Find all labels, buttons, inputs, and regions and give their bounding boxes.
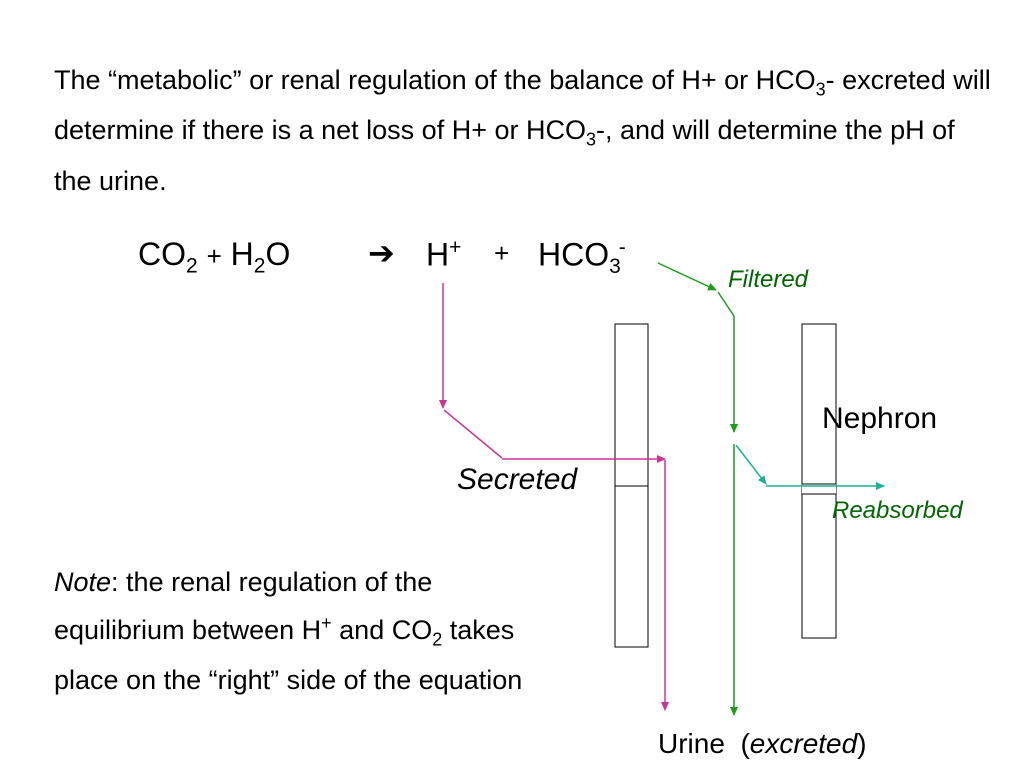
filtered-arrow-1 — [657, 262, 717, 291]
reabsorbed-arrow-1 — [735, 444, 767, 485]
eq-plus-2: + — [494, 238, 510, 268]
filtered-arrow-2 — [717, 291, 735, 317]
note-word: Note — [54, 567, 112, 597]
secreted-label: Secreted — [457, 463, 578, 496]
eq-co: CO — [138, 236, 186, 272]
intro-text-3: -, and will determine the pH of the urin… — [54, 115, 955, 196]
urine-text: Urine ( — [658, 728, 750, 759]
eq-o: O — [265, 236, 291, 272]
intro-sub-1: 3 — [815, 79, 826, 100]
note-paragraph: Note: the renal regulation of the equili… — [54, 562, 554, 701]
tubule-wall-right-gap — [802, 484, 836, 494]
equation-left: CO2 + H2O — [138, 236, 290, 278]
intro-paragraph: The “metabolic” or renal regulation of t… — [54, 60, 994, 202]
eq-hplus-sup: + — [449, 236, 462, 259]
equation-hco3: HCO3- — [538, 236, 626, 279]
urine-label: Urine (excreted) — [658, 728, 867, 760]
note-text-1: : the renal regulation of the equilibriu… — [54, 567, 433, 645]
tubule-wall-right — [801, 323, 837, 639]
eq-co-sub: 2 — [186, 254, 198, 278]
reaction-arrow-glyph: ➔ — [368, 235, 395, 271]
intro-sub-2: 3 — [585, 129, 596, 150]
urine-close-paren: ) — [857, 728, 867, 759]
note-sup-1: + — [321, 613, 332, 633]
secreted-arrow-2 — [443, 409, 503, 459]
note-sub-1: 2 — [432, 629, 443, 650]
eq-h: H — [230, 236, 254, 272]
nephron-label: Nephron — [822, 402, 938, 435]
equation-hplus: H+ — [426, 236, 461, 274]
eq-plus-1: + — [206, 241, 222, 271]
intro-text-1: The “metabolic” or renal regulation of t… — [54, 65, 816, 95]
excreted-text: excreted — [749, 728, 858, 759]
reaction-arrow-icon: ➔ — [368, 234, 395, 272]
eq-hco: HCO — [538, 236, 610, 273]
note-text-3: takes place on the “right” side of the e… — [54, 615, 523, 696]
eq-h-sub: 2 — [253, 254, 266, 278]
intro-text-2: - excreted will determine if there is a … — [54, 65, 991, 146]
note-text-2: and CO — [331, 615, 433, 645]
filtered-label: Filtered — [728, 266, 809, 293]
eq-hco-sup: - — [618, 236, 626, 259]
eq-hplus: H — [426, 236, 450, 273]
reabsorbed-label: Reabsorbed — [832, 497, 963, 524]
equation-plus-2: + — [494, 238, 509, 269]
eq-hco-sub: 3 — [609, 255, 621, 279]
